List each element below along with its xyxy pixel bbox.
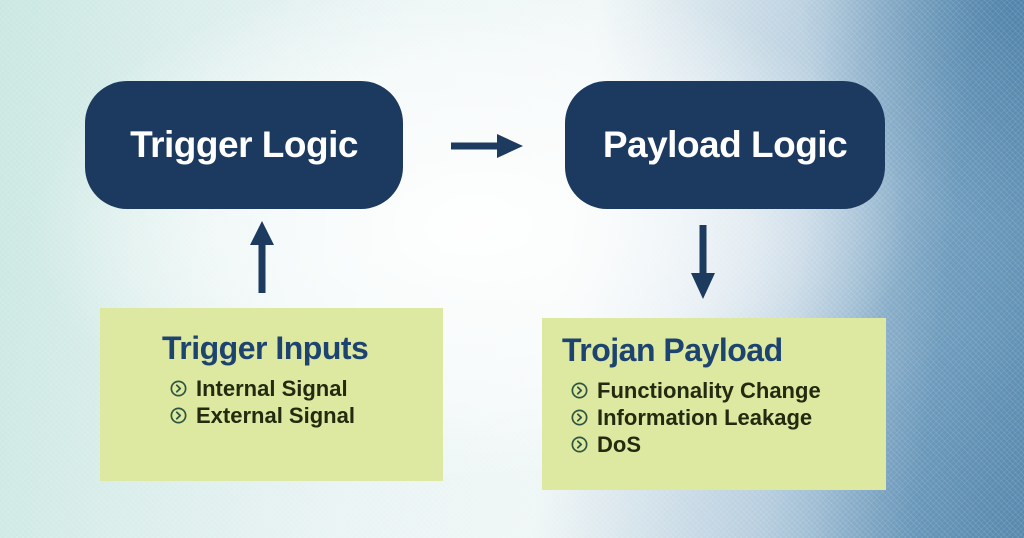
circle-chevron-icon: [571, 436, 588, 453]
list-item: Internal Signal: [170, 375, 443, 402]
circle-chevron-icon: [170, 380, 187, 397]
list-item-label: Functionality Change: [597, 378, 821, 403]
arrow-down-icon: [688, 223, 718, 299]
list-item-label: External Signal: [196, 403, 355, 428]
node-trigger-logic-label: Trigger Logic: [130, 124, 358, 165]
node-payload-logic: Payload Logic: [565, 81, 885, 209]
list-item: Information Leakage: [571, 404, 886, 431]
list-item: External Signal: [170, 402, 443, 429]
panel-trigger-inputs-title: Trigger Inputs: [162, 330, 369, 366]
panel-trojan-payload: Trojan Payload Functionality Change: [542, 318, 886, 490]
arrow-right-icon: [449, 131, 525, 161]
list-item: DoS: [571, 431, 886, 458]
circle-chevron-icon: [170, 407, 187, 424]
node-trigger-logic: Trigger Logic: [85, 81, 403, 209]
panel-trojan-payload-title: Trojan Payload: [562, 332, 783, 368]
arrow-up-icon: [247, 221, 277, 295]
list-item-label: Information Leakage: [597, 405, 813, 430]
node-payload-logic-label: Payload Logic: [602, 124, 848, 165]
circle-chevron-icon: [571, 409, 588, 426]
trigger-inputs-list: Internal Signal External Signal: [170, 375, 443, 429]
list-item: Functionality Change: [571, 377, 886, 404]
panel-trigger-inputs: Trigger Inputs Internal Signal: [100, 308, 443, 481]
list-item-label: DoS: [597, 432, 641, 457]
circle-chevron-icon: [571, 382, 588, 399]
list-item-label: Internal Signal: [196, 376, 348, 401]
trojan-payload-list: Functionality Change Information Leakage: [571, 377, 886, 458]
